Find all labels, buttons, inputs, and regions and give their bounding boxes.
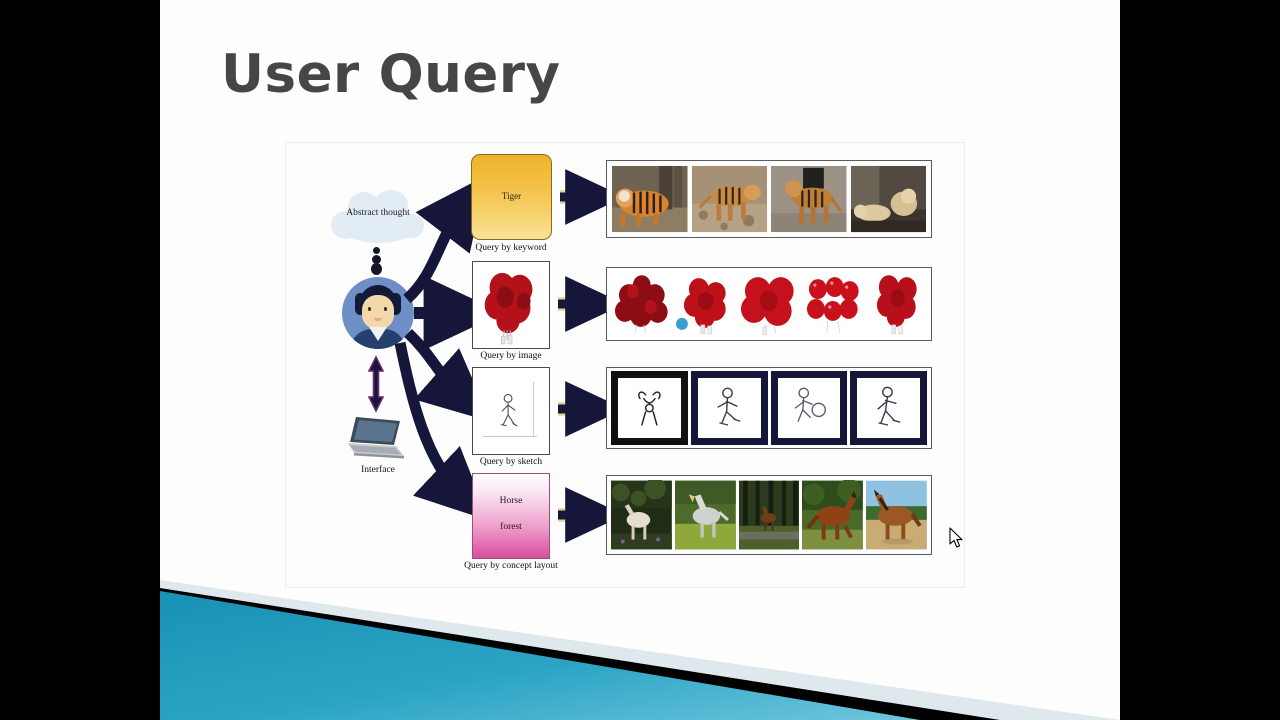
- result-thumb[interactable]: [691, 165, 767, 233]
- concept-text-horse: Horse: [499, 496, 523, 506]
- query-label-keyword: Query by keyword: [475, 243, 547, 253]
- result-thumb[interactable]: [770, 371, 848, 445]
- user-interface-double-arrow: [367, 355, 385, 413]
- horse-photo-4: [802, 480, 864, 550]
- interface-label: Interface: [361, 465, 395, 475]
- result-thumb[interactable]: [865, 271, 927, 337]
- lions-photo-4: [850, 165, 926, 233]
- query-box-keyword[interactable]: Tiger: [471, 154, 552, 240]
- horse-photo-2: [674, 480, 736, 550]
- sketch-result-2: [699, 378, 760, 438]
- results-strip-sketch: [606, 367, 932, 449]
- result-thumb[interactable]: [690, 371, 768, 445]
- result-thumb[interactable]: [611, 371, 688, 445]
- horse-photo-1: [611, 480, 672, 550]
- balloon-photo-4: [801, 271, 864, 337]
- page-title: User Query: [221, 44, 561, 105]
- sketch-result-4: [858, 378, 919, 438]
- result-thumb[interactable]: [674, 480, 736, 550]
- tiger-photo-3: [771, 165, 847, 233]
- sketch-query-thumb: [482, 381, 538, 437]
- balloon-photo-3: [738, 271, 800, 337]
- footer-teal-triangle: [160, 591, 920, 720]
- tiger-photo-1: [612, 165, 688, 233]
- result-thumb[interactable]: [612, 165, 688, 233]
- result-thumb[interactable]: [738, 271, 800, 337]
- laptop-icon: [348, 417, 404, 459]
- sketch-result-3: [778, 378, 839, 438]
- thought-bubble-dots: [367, 247, 385, 275]
- query-keyword-text: Tiger: [501, 191, 522, 201]
- result-thumb[interactable]: [674, 271, 737, 337]
- letterbox-right: [1120, 0, 1280, 720]
- balloon-photo-5: [865, 271, 927, 337]
- sketch-result-1: [619, 378, 680, 438]
- horse-photo-3: [738, 480, 800, 550]
- footer-shapes: [160, 580, 1120, 720]
- query-label-sketch: Query by sketch: [479, 457, 543, 467]
- result-thumb[interactable]: [801, 271, 864, 337]
- thought-cloud-label: Abstract thought: [346, 208, 410, 218]
- query-label-concept: Query by concept layout: [464, 561, 558, 571]
- presentation-slide: User Query Abstract thought: [160, 0, 1120, 720]
- mouse-pointer-cursor: [949, 527, 963, 548]
- result-thumb[interactable]: [771, 165, 847, 233]
- slide-footer-decoration: [160, 555, 1120, 720]
- query-box-image[interactable]: [472, 261, 550, 349]
- user-avatar: [342, 277, 414, 349]
- query-label-image: Query by image: [480, 351, 542, 361]
- concept-text-forest: forest: [500, 522, 522, 532]
- query-diagram: Abstract thought Interface: [285, 142, 965, 588]
- balloon-photo-2-with-blue-dot: [674, 271, 737, 337]
- arrow-to-sketch: [404, 328, 492, 422]
- tiger-photo-2: [691, 165, 767, 233]
- results-strip-concept: [606, 475, 932, 555]
- balloon-query-thumb: [484, 272, 533, 345]
- letterbox-left: [0, 0, 160, 720]
- result-thumb[interactable]: [611, 480, 672, 550]
- result-thumb[interactable]: [802, 480, 864, 550]
- balloon-photo-1: [611, 271, 673, 337]
- result-thumb[interactable]: [611, 271, 673, 337]
- query-box-concept[interactable]: Horse forest: [472, 473, 550, 559]
- query-box-sketch[interactable]: [472, 367, 550, 455]
- result-thumb[interactable]: [850, 165, 926, 233]
- blue-dot-marker: [675, 317, 688, 330]
- horse-photo-5: [866, 480, 927, 550]
- result-thumb[interactable]: [866, 480, 927, 550]
- result-thumb[interactable]: [850, 371, 927, 445]
- result-thumb[interactable]: [738, 480, 800, 550]
- results-strip-keyword: [606, 160, 932, 238]
- results-strip-image: [606, 267, 932, 341]
